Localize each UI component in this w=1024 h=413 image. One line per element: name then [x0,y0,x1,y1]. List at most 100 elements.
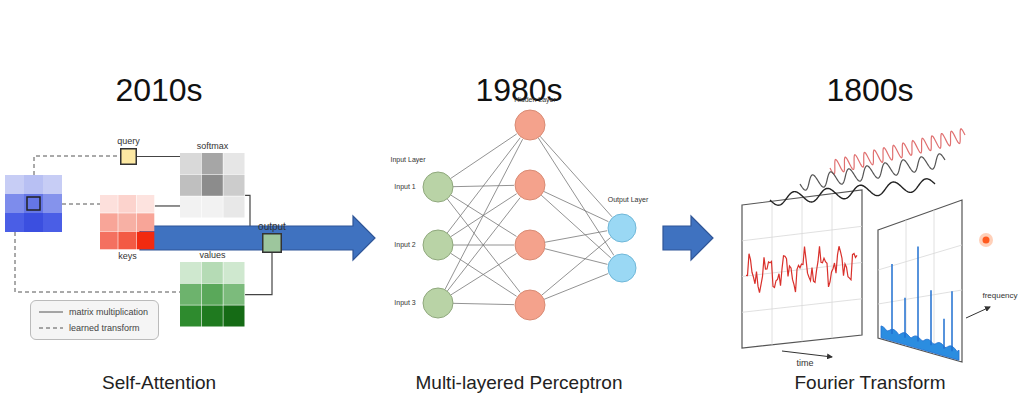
matrix-cell [100,232,118,250]
matrix-cell [263,234,282,253]
matrix-cell [223,175,244,196]
matrix-cells [180,262,245,327]
matmul-line [245,253,272,295]
matrix-cell [180,153,201,174]
matrix-cell [118,232,136,250]
matmul-line [155,205,180,206]
matrix-cell [223,196,244,217]
method-caption: Self-Attention [0,372,318,394]
matrix-cell [180,305,201,326]
synapse-line [545,231,607,243]
matrix-cell [137,195,155,213]
matrix-cell [223,153,244,174]
method-caption: Multi-layered Perceptron [378,372,660,394]
synapse-line [545,249,608,265]
neuron [608,214,636,242]
input-label: Input 3 [394,299,415,307]
synapse-line [540,136,612,217]
sine-wave [800,154,945,190]
time-signal [746,246,857,292]
synapse-line [450,134,516,179]
part-label: keys [118,251,137,262]
matrix-shape [180,262,245,327]
matrix-cell [202,305,223,326]
part-label: query [117,136,140,147]
era-panel: 1800sFourier Transform [716,0,1024,413]
synapse-line [541,195,611,258]
synapse-line [538,138,614,256]
frequency-domain-plot [878,200,962,362]
matrix-cell [202,284,223,305]
spectrum-peak [917,246,919,341]
query-vector: query [117,135,140,165]
era-heading: 1800s [716,72,1024,108]
matrix-shape [100,195,155,250]
block-arrow [140,216,375,260]
matrix-cell [137,232,155,250]
axis-label: frequency [982,292,1017,301]
part-label: values [200,250,226,261]
neuron [423,230,453,260]
softmax-matrix: softmax [180,140,245,218]
neuron [608,254,636,282]
matrix-cells [120,148,137,165]
axis-label: time [796,359,813,369]
spectrum-peak [904,298,906,338]
sine-wave [830,129,965,174]
matrix-cell [137,213,155,231]
part-label: output [258,221,286,232]
layer-label: Input Layer [390,156,425,164]
synapse-line [447,199,520,293]
cursor-dot [983,237,990,244]
matrix-cell [118,195,136,213]
synapse-line [447,198,520,292]
legend-line [39,312,63,313]
neuron [515,170,545,200]
learned-transform-lines [15,156,180,292]
era-panel: 2010sSelf-Attention query keys softmax value… [0,0,318,413]
synapse-line [447,138,520,233]
neuron [423,288,453,318]
neuron [515,290,545,320]
matrix-cell [202,175,223,196]
legend-row: learned transform [39,320,148,336]
cursor-dot [979,233,993,247]
matrix-shape [262,233,282,253]
sine-waves [770,129,965,205]
legend-row: matrix multiplication [39,304,148,320]
spectrum-peak [891,264,893,334]
spectrum-peak [943,319,945,349]
input-label: Input 2 [394,241,415,249]
matrix-cell [180,175,201,196]
neuron [515,110,545,140]
time-axis-arrow [782,351,832,357]
matmul-line [137,156,180,157]
matrix-shape [120,148,137,165]
part-label: softmax [197,141,229,152]
matrix-cell [180,284,201,305]
matrix-cell [121,149,137,165]
frequency-axis-arrow [966,307,990,318]
matrix-cell [202,262,223,283]
matrix-cells [180,153,245,218]
output-vector: output [258,220,286,253]
time-domain-plot [742,190,862,348]
synapse-line [451,254,517,295]
spectrum-peak [951,291,953,351]
matrix-cell [118,213,136,231]
matrix-cell [223,305,244,326]
era-heading: 2010s [0,72,318,108]
matrix-cells [100,195,155,250]
layer-label: Hidden Layer [514,96,556,104]
input-grid [5,175,62,232]
matrix-cell [100,213,118,231]
spectrum-peak [930,290,932,345]
legend-line [39,328,63,329]
matrix-cell [100,195,118,213]
synapse-line [544,274,608,300]
matrix-cell [223,262,244,283]
keys-matrix: keys [100,195,155,263]
input-label: Input 1 [394,183,415,191]
